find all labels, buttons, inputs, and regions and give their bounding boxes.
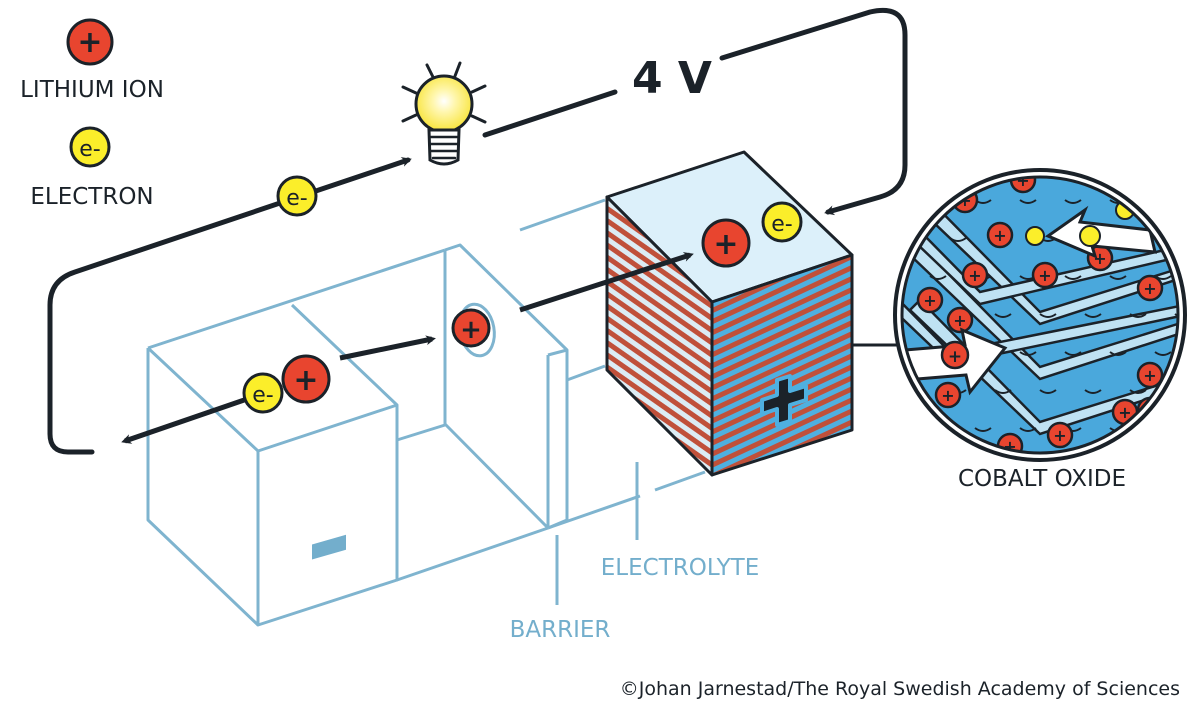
legend-electron: e- ELECTRON xyxy=(30,126,154,210)
zoom-arrow-out xyxy=(1025,200,1157,259)
cathode-right-face xyxy=(710,253,854,477)
cobalt-oxide-sheet xyxy=(902,177,1178,306)
ion-flow-arrows xyxy=(121,252,694,444)
lithium-ion-icon: + xyxy=(946,306,974,334)
lithium-ion-icon xyxy=(451,308,491,348)
svg-text:+: + xyxy=(1016,171,1029,190)
electron-icon xyxy=(69,126,111,168)
ion-at-cathode: + xyxy=(701,218,751,268)
lithium-ion-icon: + xyxy=(986,221,1014,249)
electron-at-cathode: e- xyxy=(761,201,803,243)
electron-icon xyxy=(276,175,318,217)
lithium-ion-icon: + xyxy=(961,261,989,289)
legend-electron-label: ELECTRON xyxy=(30,184,153,210)
voltage-label: 4 V xyxy=(632,53,712,104)
legend-lithium-ion-label: LITHIUM ION xyxy=(20,77,164,103)
anode-minus-sign xyxy=(312,534,346,560)
svg-text:+: + xyxy=(993,226,1006,245)
electron-icon xyxy=(242,372,284,414)
svg-text:+: + xyxy=(941,386,954,405)
wire-bulb-to-voltage xyxy=(482,89,618,138)
lithium-ion-icon: + xyxy=(916,286,944,314)
svg-text:+: + xyxy=(948,347,962,367)
light-bulb-icon xyxy=(401,61,487,166)
external-circuit xyxy=(47,7,908,455)
ion-symbol: + xyxy=(713,227,738,262)
electron-symbol: e- xyxy=(286,186,307,211)
wire-to-bulb xyxy=(47,157,412,455)
cobalt-oxide-zoom: ++++++++++++++++ + xyxy=(852,168,1187,462)
ion-at-anode: + xyxy=(281,354,331,404)
lithium-ion-icon: + xyxy=(1136,361,1164,389)
lithium-ion-icon xyxy=(66,18,114,66)
svg-text:+: + xyxy=(1118,403,1131,422)
svg-text:+: + xyxy=(1093,249,1106,268)
lithium-ion-icon: + xyxy=(934,381,962,409)
lithium-ion-icon: + xyxy=(1046,421,1074,449)
barrier-label: BARRIER xyxy=(510,617,611,643)
electrolyte-label: ELECTROLYTE xyxy=(601,555,759,581)
svg-text:+: + xyxy=(968,266,981,285)
svg-text:+: + xyxy=(1143,279,1156,298)
cobalt-oxide-label: COBALT OXIDE xyxy=(958,466,1126,492)
svg-text:+: + xyxy=(923,291,936,310)
electron-at-anode: e- xyxy=(242,372,284,414)
lithium-ion-symbol: + xyxy=(77,25,102,60)
svg-text:+: + xyxy=(1143,366,1156,385)
zoom-arrow-in: + xyxy=(903,327,1008,396)
electron-on-wire: e- xyxy=(276,175,318,217)
lithium-ion-icon xyxy=(281,354,331,404)
lithium-ion-icon: + xyxy=(1136,274,1164,302)
cathode-block xyxy=(605,150,854,477)
electron-symbol: e- xyxy=(79,137,100,162)
legend-lithium-ion: + LITHIUM ION xyxy=(20,18,164,103)
ion-in-barrier: + xyxy=(451,308,491,348)
electron-symbol: e- xyxy=(771,212,792,237)
battery-casing xyxy=(146,198,706,627)
cathode-plus-sign xyxy=(760,374,808,427)
credit-text: ©Johan Jarnestad/The Royal Swedish Acade… xyxy=(620,678,1180,700)
svg-text:+: + xyxy=(1053,426,1066,445)
ion-symbol: + xyxy=(460,315,482,345)
svg-text:+: + xyxy=(953,311,966,330)
electron-symbol: e- xyxy=(252,383,273,408)
wire-to-cathode xyxy=(719,7,908,216)
electron-icon xyxy=(761,201,803,243)
svg-text:+: + xyxy=(1038,266,1051,285)
lithium-ion-icon: + xyxy=(1031,261,1059,289)
ion-symbol: + xyxy=(293,363,318,398)
lithium-ion-icon xyxy=(701,218,751,268)
